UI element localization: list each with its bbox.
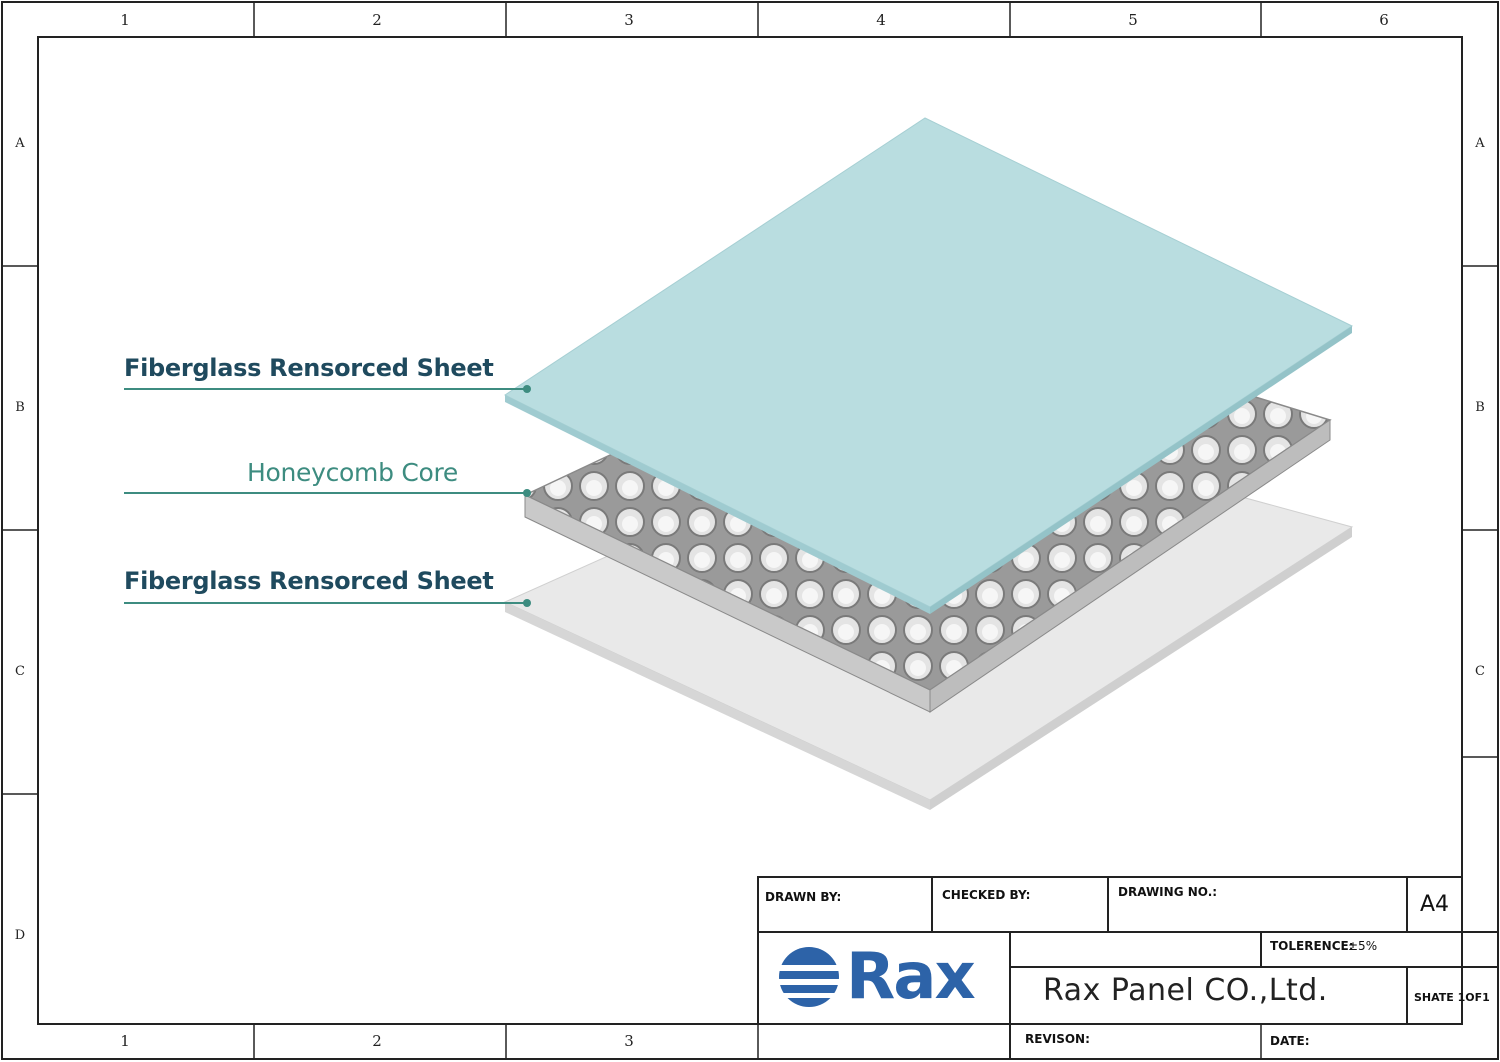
callout-dot-top [523,385,531,393]
zone-label-top-4: 4 [876,11,886,29]
drawing-no-label: DRAWING NO.: [1118,885,1218,899]
zone-label-bottom-3: 3 [624,1032,634,1050]
callouts [124,388,527,604]
label-top-sheet: Fiberglass Rensorced Sheet [124,354,494,382]
zone-label-right-a: A [1474,136,1485,151]
callout-dot-bottom [523,599,531,607]
zone-label-left-d: D [15,928,25,943]
zone-label-bottom-1: 1 [120,1032,130,1050]
callout-dot-core [523,489,531,497]
sheet-size: A4 [1420,892,1450,917]
top-sheet-edge [505,395,930,614]
zone-label-right-c: C [1475,664,1485,679]
zone-label-top-3: 3 [624,11,634,29]
zone-label-bottom-2: 2 [372,1032,382,1050]
zone-label-top-5: 5 [1128,11,1138,29]
date-label: DATE: [1270,1034,1310,1048]
tolerance-label: TOLERENCE: [1270,939,1354,953]
drawn-by-label: DRAWN BY: [765,890,842,904]
label-honeycomb-core: Honeycomb Core [247,458,458,487]
zone-label-top-6: 6 [1379,11,1389,29]
panel-illustration [503,117,1354,810]
label-bottom-sheet: Fiberglass Rensorced Sheet [124,567,494,595]
rax-logo-text: Rax [846,940,976,1014]
bottom-sheet-edge [505,602,930,810]
zone-label-left-c: C [15,664,25,679]
zone-label-top-2: 2 [372,11,382,29]
checked-by-label: CHECKED BY: [942,888,1031,902]
title-block-grid [757,876,1498,1059]
zone-label-top-1: 1 [120,11,130,29]
rax-globe-icon [777,947,841,1007]
tolerance-value: ±5% [1348,939,1378,953]
company-name: Rax Panel CO.,Ltd. [1043,973,1328,1008]
zone-label-left-b: B [15,400,25,415]
revision-label: REVISON: [1025,1032,1090,1046]
zone-label-left-a: A [14,136,25,151]
sheet-number: SHATE 1OF1 [1414,991,1490,1004]
zone-label-right-b: B [1475,400,1485,415]
